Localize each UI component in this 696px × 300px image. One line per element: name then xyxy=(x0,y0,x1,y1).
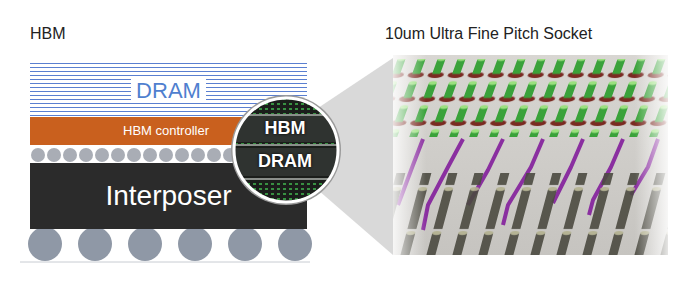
photo-text: DRAM xyxy=(245,151,325,172)
box-label: HBM controller xyxy=(123,124,209,139)
box-label: DRAM xyxy=(131,78,206,103)
zoom-circle xyxy=(228,92,344,208)
section-heading: 10um Ultra Fine Pitch Socket xyxy=(385,25,592,43)
box-label: Interposer xyxy=(105,180,231,212)
section-heading: HBM xyxy=(30,25,66,43)
micro-bumps xyxy=(31,148,237,162)
baseline xyxy=(20,262,310,263)
photo-text: HBM xyxy=(245,118,325,139)
solder-balls xyxy=(28,227,312,261)
socket-render xyxy=(393,55,668,255)
